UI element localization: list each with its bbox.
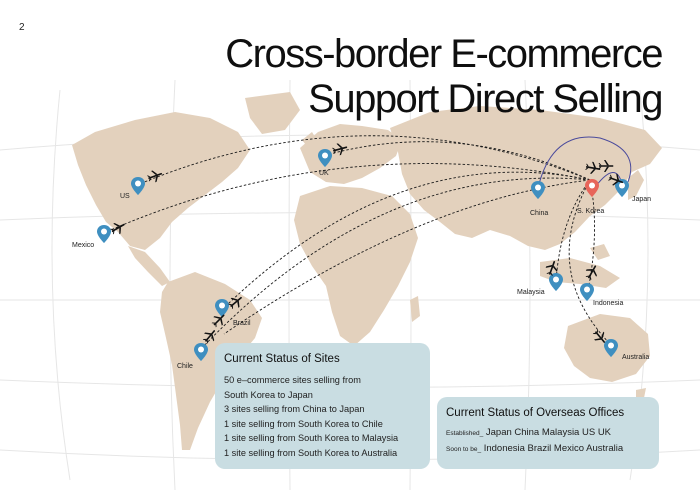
label-skorea: S. Korea [577, 208, 605, 215]
map-pin-icon [97, 225, 111, 243]
south-america [160, 272, 262, 450]
airplane-icon [608, 173, 624, 186]
map-pin-icon [531, 181, 545, 199]
label-indonesia: Indonesia [593, 300, 624, 307]
map-pin-icon [549, 273, 563, 291]
label-mexico: Mexico [72, 242, 95, 249]
airplane-icon [585, 265, 597, 280]
label-china: China [530, 210, 549, 217]
continents [72, 92, 662, 450]
title-line-1: Cross-border E-commerce [225, 32, 663, 76]
label-malaysia: Malaysia [517, 289, 545, 296]
airplane-icon [228, 296, 242, 310]
route-brazil [227, 171, 591, 305]
sites-line: South Korea to Japan [224, 389, 313, 400]
label-chile: Chile [177, 363, 193, 370]
airplane-icon [598, 160, 614, 172]
route-malaysia [555, 179, 591, 283]
route-mexico [105, 163, 591, 233]
sites-status-box: Current Status of Sites 50 e–commerce si… [215, 343, 430, 469]
uk-island [302, 132, 318, 150]
route-us [141, 135, 591, 184]
africa [294, 186, 418, 346]
airplane-icon [202, 330, 216, 344]
map-pin-icon [580, 283, 594, 301]
route-uk [329, 141, 591, 181]
map-pin-icon [215, 299, 229, 317]
airplane-icon [332, 143, 348, 156]
soon-prefix: Soon to be_ [446, 446, 482, 453]
page-title: Cross-border E-commerce Support Direct S… [225, 32, 663, 122]
airplane-icon [211, 314, 225, 328]
soon-row: Soon to be_ Indonesia Brazil Mexico Aust… [446, 443, 623, 454]
sites-line: 50 e–commerce sites selling from [224, 375, 361, 385]
airplane-icon [592, 329, 606, 343]
page-number: 2 [19, 22, 25, 33]
north-america [72, 112, 250, 250]
map-pin-icon [194, 343, 208, 361]
established-row: Established_ Japan China Malaysia US UK [446, 427, 611, 438]
sites-line: 3 sites selling from China to Japan [224, 404, 365, 415]
central-america [128, 246, 170, 286]
title-line-2: Support Direct Selling [308, 77, 663, 121]
airplane-icon [110, 223, 125, 235]
route-australia [568, 179, 611, 345]
map-pin-icon [131, 177, 145, 195]
sites-line: 1 site selling from South Korea to Malay… [224, 433, 399, 444]
airplane-icon [147, 170, 163, 183]
greenland [245, 92, 300, 134]
sites-line: 1 site selling from South Korea to Chile [224, 418, 383, 429]
map-pin-icon [318, 149, 332, 167]
airplane-icon [585, 161, 601, 174]
sites-status-list: 50 e–commerce sites selling from South K… [224, 373, 398, 461]
japan-island [628, 170, 644, 200]
label-japan: Japan [632, 196, 652, 203]
map-pin-icon [615, 179, 629, 197]
map-pin-icon [585, 179, 599, 197]
airplane-icon [545, 260, 558, 276]
offices-status-box: Current Status of Overseas Offices Estab… [437, 397, 659, 469]
sites-status-title: Current Status of Sites [224, 353, 340, 365]
established-prefix: Established_ [446, 430, 484, 437]
route-chile [199, 177, 591, 351]
asia [390, 106, 662, 250]
sites-line: 1 site selling from South Korea to Austr… [224, 447, 398, 458]
europe [300, 124, 402, 184]
label-us: US [120, 193, 130, 200]
map-pin-icon [604, 339, 618, 357]
offices-status-title: Current Status of Overseas Offices [446, 407, 625, 419]
madagascar [410, 296, 420, 322]
established-countries: Japan China Malaysia US UK [485, 427, 612, 438]
label-uk: UK [319, 170, 329, 177]
label-brazil: Brazil [233, 320, 251, 327]
soon-countries: Indonesia Brazil Mexico Australia [483, 443, 624, 454]
label-australia: Australia [622, 354, 650, 361]
